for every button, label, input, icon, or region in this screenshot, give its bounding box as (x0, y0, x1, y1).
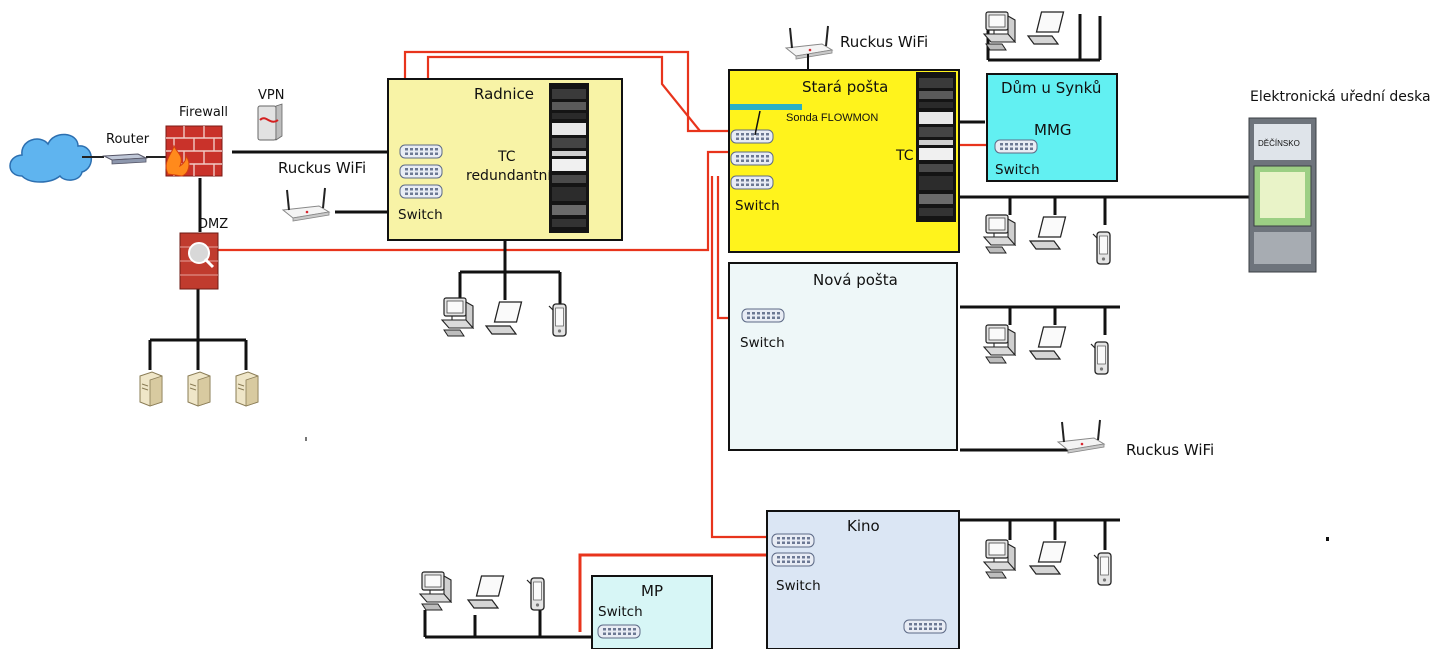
mp-switch-icon (598, 625, 640, 638)
nova-posta-devices (984, 325, 1108, 374)
stara-posta-switch-icon-3 (731, 176, 773, 189)
firewall-icon (166, 126, 222, 176)
radnice-tc: TC (497, 149, 516, 165)
nova-posta-switch-label: Switch (740, 335, 785, 351)
nova-posta-title: Nová pošta (813, 271, 898, 289)
stara-posta-switch-label: Switch (735, 198, 780, 214)
dum-u-synku-switch-label: Switch (995, 162, 1040, 178)
desktop-pc-icon (984, 540, 1015, 578)
server-icon (236, 372, 258, 406)
mobile-phone-icon (527, 578, 544, 610)
laptop-icon (1030, 217, 1066, 249)
building-dum-u-synku: Dům u Synků MMG Switch (987, 74, 1117, 181)
nova-posta-switch-icon (742, 309, 784, 322)
dmz-servers (140, 372, 258, 406)
radnice-tc-redundant: redundantní (466, 168, 552, 184)
stara-posta-switch-icon (731, 130, 773, 143)
dum-u-synku-switch-icon (995, 140, 1037, 153)
kino-switch-label: Switch (776, 578, 821, 594)
kino-devices (984, 540, 1111, 585)
desktop-pc-icon (442, 298, 473, 336)
building-nova-posta: Nová pošta Switch (729, 263, 957, 450)
desktop-pc-icon (984, 325, 1015, 363)
kino-switch-icon-2 (772, 553, 814, 566)
router-icon (104, 154, 146, 164)
kino-switch-icon-3 (904, 620, 946, 633)
stara-posta-devices (984, 215, 1110, 264)
dum-u-synku-devices (984, 12, 1080, 60)
dum-u-synku-mmg: MMG (1034, 121, 1072, 139)
stara-posta-switch-icon-2 (731, 152, 773, 165)
stara-posta-rack-icon (916, 72, 956, 222)
dmz-label: DMZ (198, 217, 228, 232)
radnice-rack-icon (549, 83, 589, 233)
nova-wifi-ap-icon (1058, 420, 1104, 453)
kino-title: Kino (847, 517, 880, 535)
kino-switch-icon (772, 534, 814, 547)
vpn-label: VPN (258, 88, 284, 103)
building-stara-posta: Stará pošta Sonda FLOWMON TC Switch (729, 70, 959, 252)
building-mp: MP Switch (592, 576, 712, 649)
radnice-devices (442, 298, 566, 336)
internet-cloud-icon (10, 134, 91, 182)
router-label: Router (106, 132, 150, 147)
kiosk-logo-text: DĚČÍNSKO (1258, 139, 1300, 148)
server-icon (140, 372, 162, 406)
flowmon-probe-label: Sonda FLOWMON (786, 112, 878, 124)
dmz-firewall-icon (180, 233, 218, 289)
mp-switch-label: Switch (598, 604, 643, 620)
eboard-label: Elektronická uřední deska (1250, 89, 1431, 105)
laptop-icon (1030, 327, 1066, 359)
laptop-icon (1028, 12, 1064, 44)
building-radnice: Radnice TC redundantní Switch (388, 79, 622, 240)
mobile-phone-icon (1091, 342, 1108, 374)
firewall-label: Firewall (179, 105, 228, 120)
desktop-pc-icon (420, 572, 451, 610)
mobile-phone-icon (1093, 232, 1110, 264)
dum-u-synku-title: Dům u Synků (1001, 79, 1101, 97)
radnice-switch-icon-3 (400, 185, 442, 198)
mobile-phone-icon (549, 304, 566, 336)
building-kino: Kino Switch (767, 511, 959, 649)
radnice-switch-icon (400, 145, 442, 158)
radnice-wifi-label: Ruckus WiFi (278, 159, 366, 177)
desktop-pc-icon (984, 215, 1015, 253)
radnice-switch-label: Switch (398, 207, 443, 223)
mobile-phone-icon (1094, 553, 1111, 585)
laptop-icon (1030, 542, 1066, 574)
vpn-icon (258, 104, 282, 140)
laptop-icon (468, 576, 504, 608)
stara-posta-title: Stará pošta (802, 78, 888, 96)
radnice-title: Radnice (474, 85, 534, 103)
laptop-icon (486, 302, 522, 334)
server-icon (188, 372, 210, 406)
electronic-notice-board: Elektronická uřední deska DĚČÍNSKO (1249, 89, 1431, 272)
nova-wifi-label: Ruckus WiFi (1126, 441, 1214, 459)
mp-title: MP (641, 582, 663, 600)
stara-posta-tc: TC (895, 148, 914, 164)
top-wifi-label: Ruckus WiFi (840, 33, 928, 51)
radnice-switch-icon-2 (400, 165, 442, 178)
radnice-wifi-ap-icon (283, 188, 329, 221)
mp-devices (420, 572, 544, 610)
